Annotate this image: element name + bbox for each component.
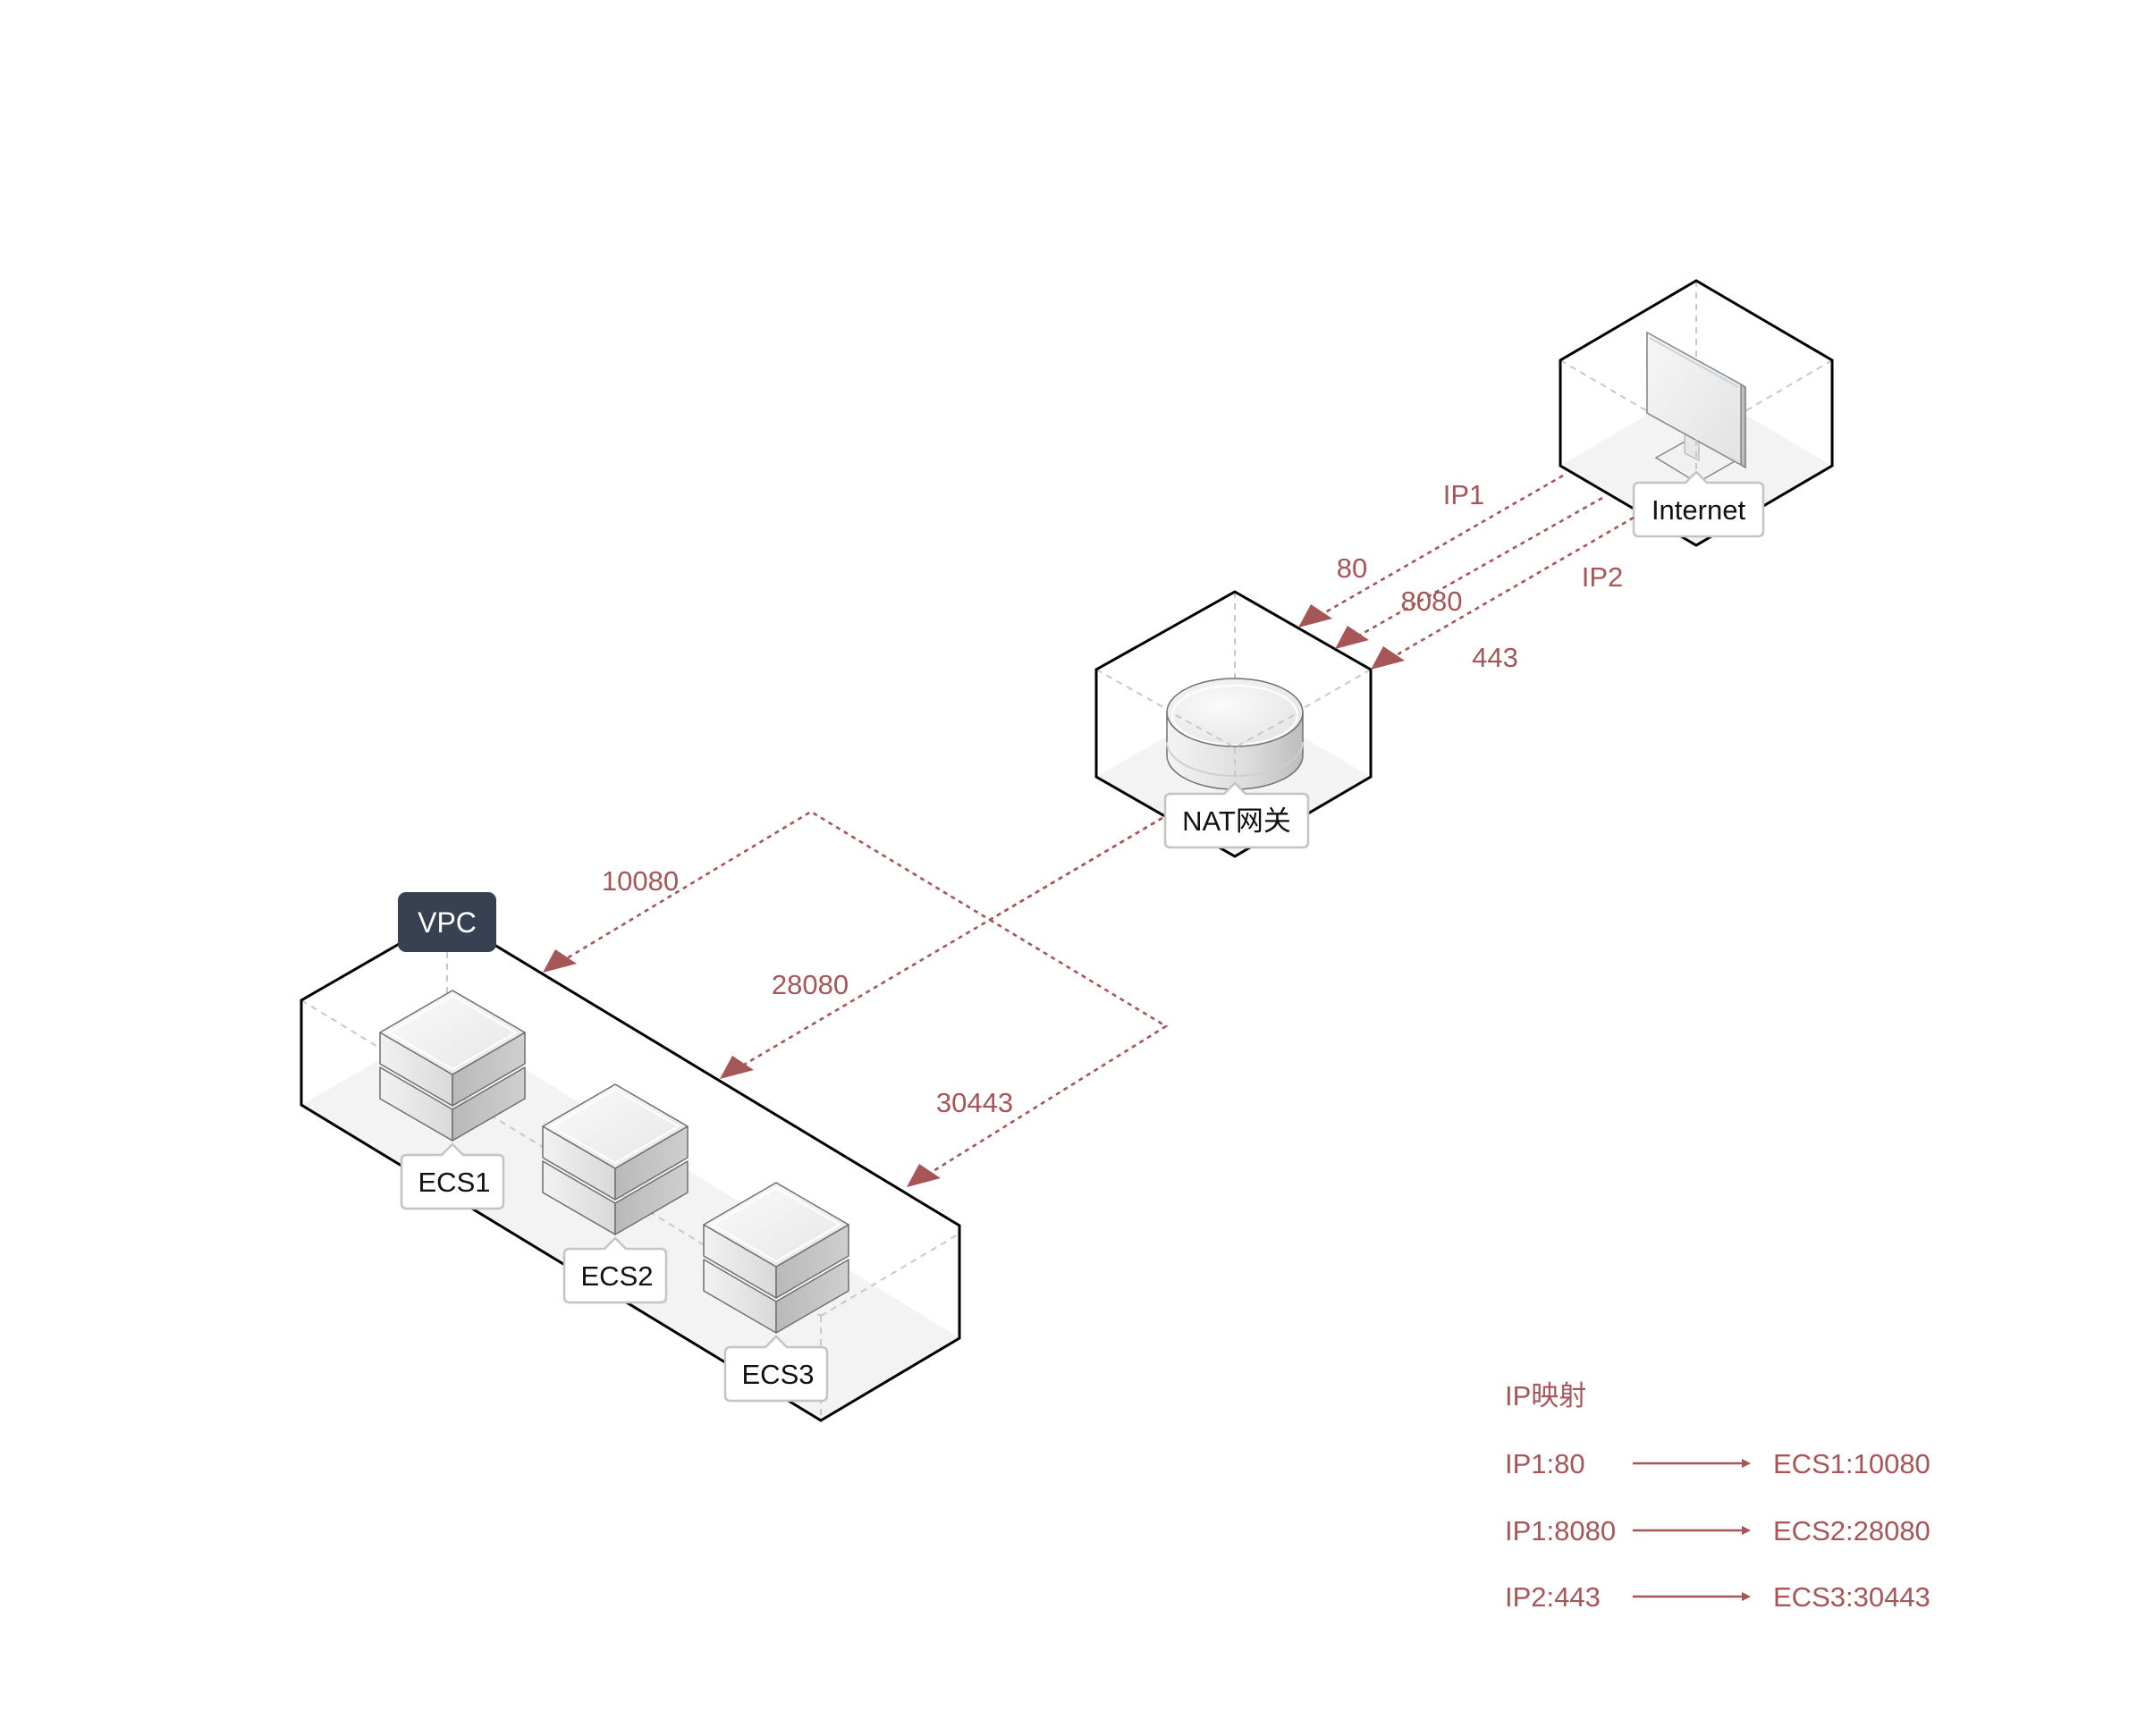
arrow-right-icon [1742,1592,1751,1601]
mapping-from: IP1:8080 [1505,1515,1616,1546]
ecs-label: ECS1 [418,1167,491,1198]
mapping-to: ECS3:30443 [1773,1581,1931,1613]
arrowhead-icon [543,949,577,973]
vpc-box-outline [300,914,961,1422]
flow-label-28080: 28080 [772,969,849,1000]
flow-label-port-80: 80 [1337,552,1367,584]
arrowhead-icon [1335,626,1369,649]
inbound-flows: IP1 IP2 80 8080 443 [1298,474,1635,673]
ip-mapping-legend: IP映射 IP1:80 ECS1:10080 IP1:8080 ECS2:280… [1505,1380,1931,1613]
server-icon [379,990,526,1142]
flow-label-ip2: IP2 [1582,561,1624,593]
mapping-row: IP1:80 ECS1:10080 [1505,1448,1931,1479]
ecs-label: ECS2 [581,1260,654,1292]
ecs-label-tag [400,1142,505,1210]
ecs-label-tag [562,1236,668,1304]
flow-label-port-8080: 8080 [1401,586,1463,617]
server-icon [703,1182,849,1334]
mapping-title: IP映射 [1505,1380,1586,1412]
nat-gateway-icon [1166,678,1304,790]
flow-label-10080: 10080 [602,865,679,897]
ecs-label: ECS3 [742,1359,815,1390]
arrowhead-icon [907,1164,941,1187]
nat-label-tag: NAT网关 [1163,781,1310,849]
ecs-node[interactable]: ECS2 [542,1083,689,1304]
flow-label-30443: 30443 [936,1087,1013,1118]
arrowhead-icon [1298,604,1332,628]
flow-line-30443 [921,918,1169,1180]
mapping-to: ECS2:28080 [1773,1515,1931,1546]
vpc-label: VPC [418,906,477,939]
flow-line-ip2-443 [1386,516,1635,662]
ecs-node[interactable]: ECS1 [379,990,526,1210]
arrow-right-icon [1742,1526,1751,1535]
nat-label: NAT网关 [1182,805,1291,837]
ecs-node[interactable]: ECS3 [703,1182,849,1403]
outbound-flows: 10080 28080 30443 [543,810,1169,1187]
internet-node[interactable]: Internet [1559,279,1834,547]
arrow-right-icon [1742,1459,1751,1468]
mapping-to: ECS1:10080 [1773,1448,1931,1479]
flow-label-port-443: 443 [1472,642,1518,673]
vpc-badge: VPC [398,892,496,952]
server-icon [542,1083,689,1235]
internet-label: Internet [1652,494,1746,526]
flow-line-ip1-80 [1314,474,1564,620]
internet-hex-outline [1559,279,1834,547]
mapping-row: IP2:443 ECS3:30443 [1505,1581,1931,1613]
ecs-label-tag [723,1335,829,1403]
mapping-from: IP1:80 [1505,1448,1585,1479]
flow-line-ip1-8080 [1350,496,1603,642]
flow-line-10080 [557,810,1163,965]
nat-gateway-node[interactable]: NAT网关 [1094,590,1373,858]
mapping-from: IP2:443 [1505,1581,1601,1613]
internet-label-tag: Internet [1632,470,1765,538]
arrowhead-icon [1371,646,1405,670]
flow-label-ip1: IP1 [1443,479,1485,510]
arrowhead-icon [720,1056,754,1079]
mapping-row: IP1:8080 ECS2:28080 [1505,1515,1931,1546]
